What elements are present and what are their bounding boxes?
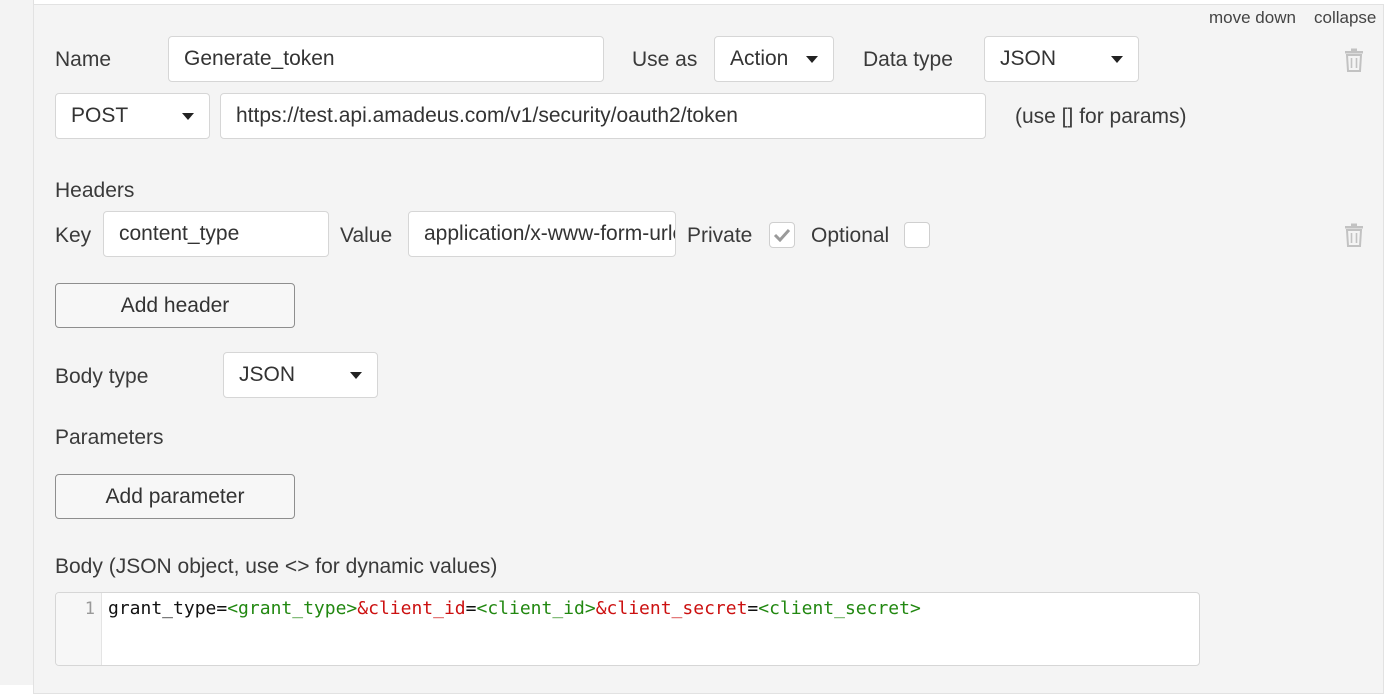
private-checkbox[interactable] — [769, 222, 795, 248]
collapse-link[interactable]: collapse — [1314, 8, 1377, 27]
header-key-input[interactable]: content_type — [103, 211, 329, 257]
url-input[interactable]: https://test.api.amadeus.com/v1/security… — [220, 93, 986, 139]
name-input[interactable]: Generate_token — [168, 36, 604, 82]
method-dropdown[interactable]: POST — [55, 93, 210, 139]
use-as-value: Action — [730, 47, 789, 70]
caret-down-icon — [806, 55, 818, 63]
code-token: <grant_type> — [227, 598, 358, 619]
add-header-button[interactable]: Add header — [55, 283, 295, 328]
name-label: Name — [55, 48, 112, 71]
move-down-link[interactable]: move down — [1209, 8, 1296, 27]
code-token: &client_secret — [595, 598, 748, 619]
api-call-panel: move down collapse Name Generate_token U… — [33, 4, 1384, 694]
trash-icon[interactable] — [1343, 48, 1365, 72]
header-value-input[interactable]: application/x-www-form-urlencoded — [408, 211, 676, 257]
code-token: = — [465, 598, 477, 619]
caret-down-icon — [182, 112, 194, 120]
use-as-label: Use as — [632, 48, 698, 71]
left-gutter — [0, 0, 34, 685]
code-token: <client_id> — [476, 598, 596, 619]
optional-label: Optional — [811, 224, 890, 247]
code-token: &client_id — [357, 598, 466, 619]
data-type-dropdown[interactable]: JSON — [984, 36, 1139, 82]
use-as-dropdown[interactable]: Action — [714, 36, 834, 82]
body-type-label: Body type — [55, 365, 149, 388]
headers-section-label: Headers — [55, 179, 135, 202]
line-number-gutter: 1 — [56, 593, 102, 665]
add-parameter-button[interactable]: Add parameter — [55, 474, 295, 519]
code-token: grant_type= — [108, 598, 228, 619]
data-type-value: JSON — [1000, 47, 1057, 70]
line-number: 1 — [84, 599, 95, 619]
private-label: Private — [687, 224, 753, 247]
trash-icon[interactable] — [1343, 223, 1365, 247]
parameters-label: Parameters — [55, 426, 164, 449]
optional-checkbox[interactable] — [904, 222, 930, 248]
data-type-label: Data type — [863, 48, 953, 71]
header-value-label: Value — [340, 224, 393, 247]
code-token: = — [747, 598, 759, 619]
checkmark-icon — [773, 228, 791, 242]
header-key-label: Key — [55, 224, 92, 247]
body-type-dropdown[interactable]: JSON — [223, 352, 378, 398]
caret-down-icon — [350, 371, 362, 379]
code-line: grant_type=<grant_type>&client_id=<clien… — [108, 598, 921, 619]
caret-down-icon — [1111, 55, 1123, 63]
code-token: <client_secret> — [758, 598, 921, 619]
url-hint: (use [] for params) — [1015, 105, 1187, 128]
body-label: Body (JSON object, use <> for dynamic va… — [55, 555, 498, 578]
method-value: POST — [71, 104, 129, 127]
body-code-editor[interactable]: 1 grant_type=<grant_type>&client_id=<cli… — [55, 592, 1200, 666]
body-type-value: JSON — [239, 363, 296, 386]
